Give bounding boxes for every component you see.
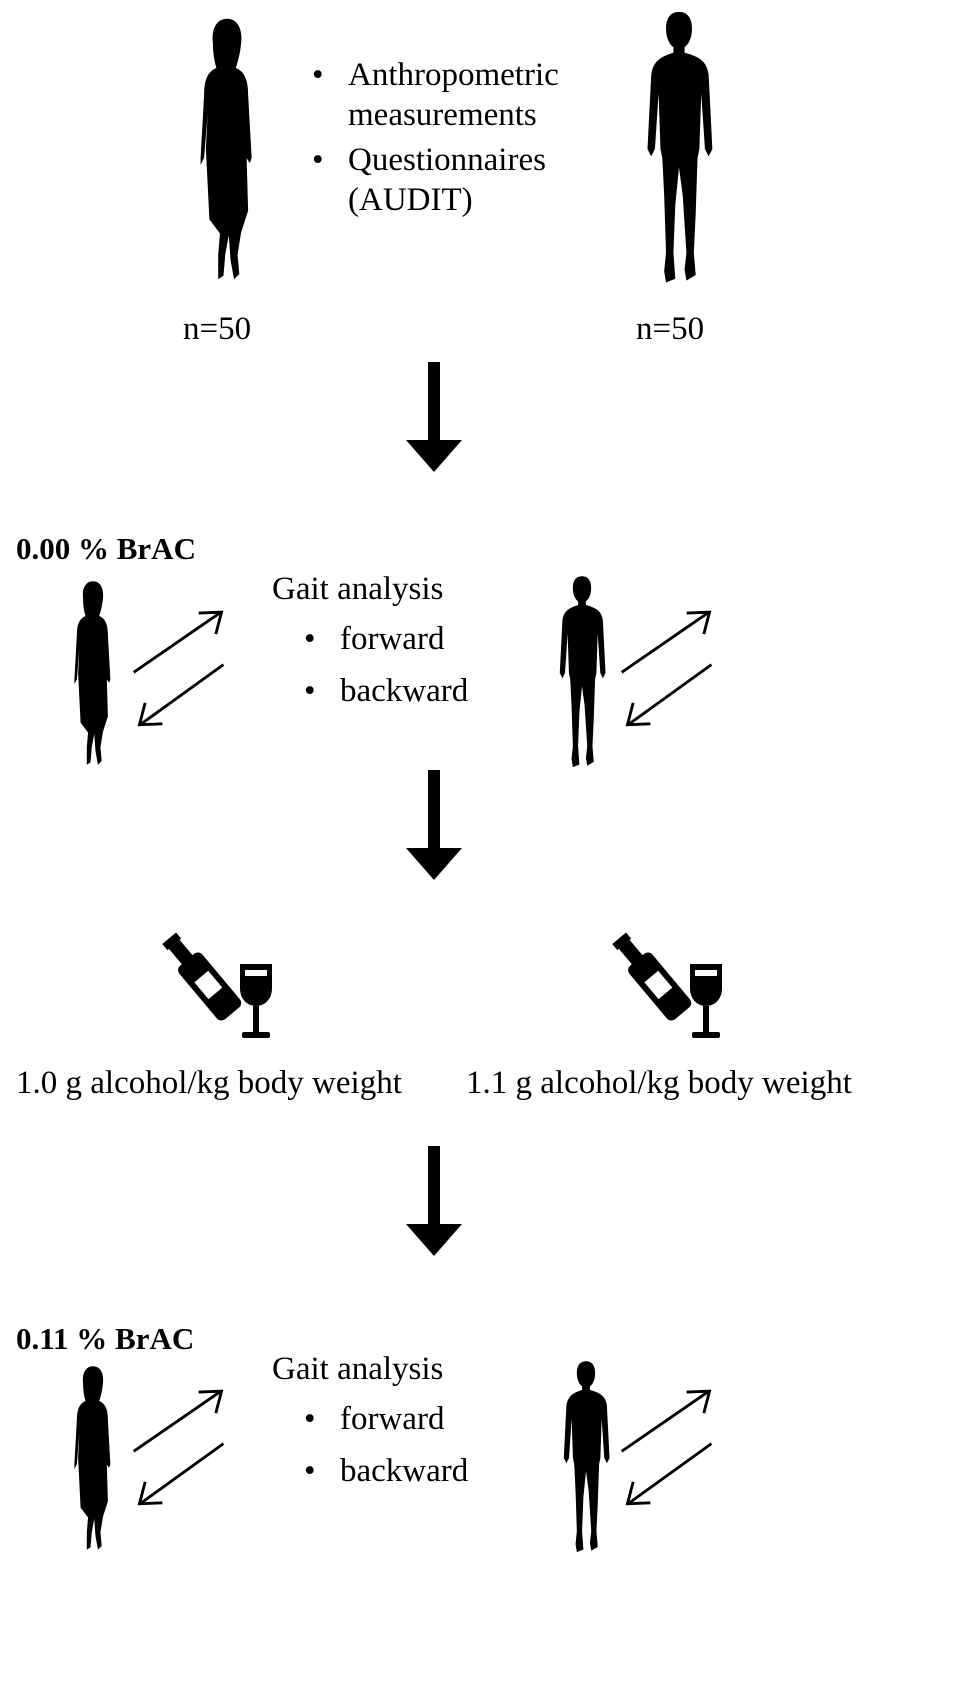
intoxicated-brac-label: 0.11 % BrAC [16,1321,195,1356]
arrow-down-icon [406,362,462,472]
man-silhouette-icon [548,575,616,771]
intoxicated-direction-list: forward backward [300,1400,468,1491]
bidirectional-arrows-icon [616,605,721,730]
bidirectional-arrows-icon [128,605,233,730]
female-sample-size: n=50 [183,311,252,347]
baseline-gait-title: Gait analysis [272,571,444,607]
man-silhouette-icon [552,1360,620,1556]
arrow-down-icon [406,1146,462,1256]
woman-silhouette-icon [183,10,271,288]
woman-silhouette-icon [62,575,124,771]
woman-silhouette-icon [62,1360,124,1556]
wine-glass-icon [236,962,276,1042]
male-dose: 1.1 g alcohol/kg body weight [466,1065,852,1101]
intoxicated-direction-forward: forward [300,1400,468,1440]
baseline-direction-forward: forward [300,620,468,660]
arrow-down-icon [406,770,462,880]
wine-bottle-icon [600,925,700,1025]
intake-item-anthropometric: Anthropometric measurements [308,56,559,135]
man-silhouette-icon [630,10,728,288]
female-dose: 1.0 g alcohol/kg body weight [16,1065,402,1101]
wine-glass-icon [686,962,726,1042]
intoxicated-gait-title: Gait analysis [272,1351,444,1387]
bidirectional-arrows-icon [128,1384,233,1509]
male-sample-size: n=50 [636,311,705,347]
intake-item-questionnaires: Questionnaires (AUDIT) [308,141,559,220]
intoxicated-direction-backward: backward [300,1452,468,1492]
baseline-brac-label: 0.00 % BrAC [16,531,196,566]
baseline-direction-backward: backward [300,672,468,712]
wine-bottle-icon [150,925,250,1025]
bidirectional-arrows-icon [616,1384,721,1509]
intake-list: Anthropometric measurements Questionnair… [308,56,559,220]
baseline-direction-list: forward backward [300,620,468,711]
